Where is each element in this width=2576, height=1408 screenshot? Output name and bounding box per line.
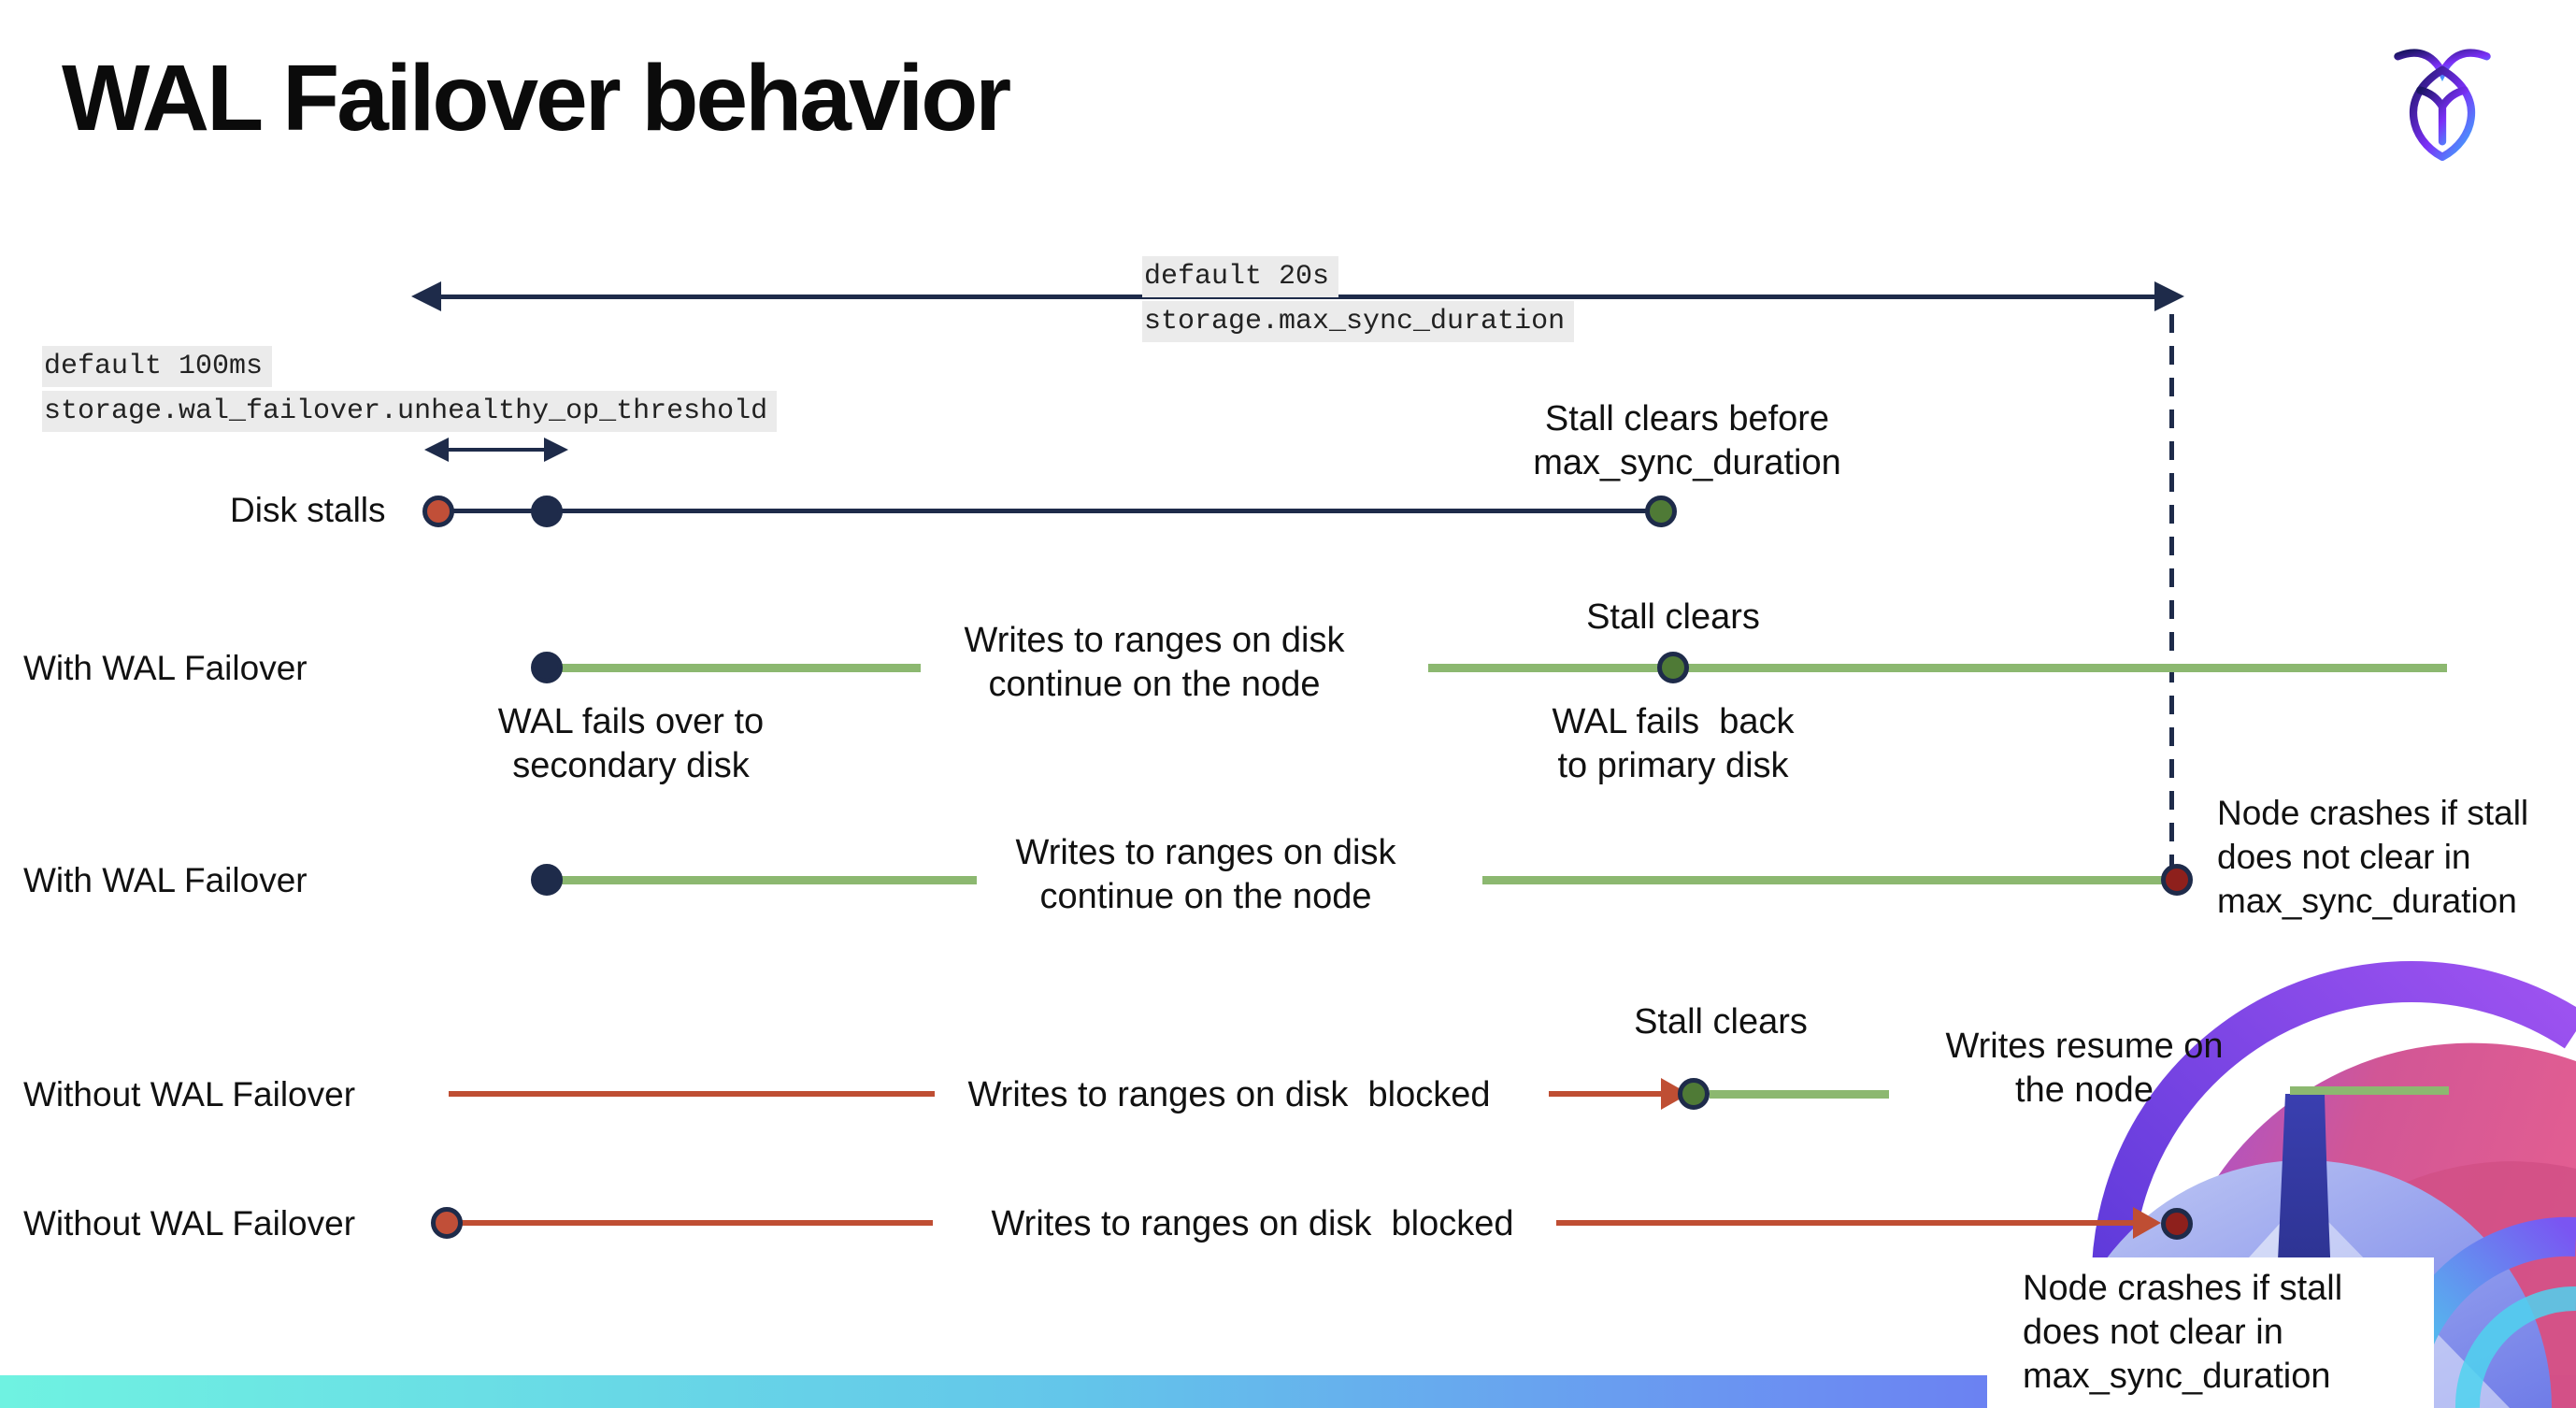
row-label-disk-stalls: Disk stalls: [230, 491, 386, 529]
disk-stalls-timeline: [438, 509, 1661, 513]
writes-continue-line: [1482, 876, 2163, 884]
node-crash-dot: [2161, 1208, 2193, 1240]
annotation-stall-clears-before: Stall clears before max_sync_duration: [1533, 399, 1841, 482]
setting-default-value: default 100ms: [42, 346, 273, 387]
writes-continue-line: [1428, 664, 2447, 672]
annotation-wal-fails-back: WAL fails back to primary disk: [1552, 702, 1795, 785]
failover-dot: [531, 864, 563, 896]
setting-name: storage.wal_failover.unhealthy_op_thresh…: [42, 391, 778, 432]
max-sync-duration-setting-label: default 20s storage.max_sync_duration: [1142, 256, 1575, 346]
page-title: WAL Failover behavior: [62, 46, 1011, 151]
writes-blocked-line: [456, 1220, 933, 1226]
max-sync-timeout-dashed-line: [2169, 314, 2174, 869]
failover-threshold-dot: [531, 496, 563, 527]
red-arrowhead-icon: [2133, 1207, 2161, 1239]
writes-resume-line: [2290, 1086, 2449, 1095]
writes-resume-line: [1710, 1090, 1889, 1099]
setting-default-value: default 20s: [1142, 256, 1339, 297]
arrowhead-left-icon: [424, 438, 449, 462]
setting-name: storage.max_sync_duration: [1142, 301, 1575, 342]
writes-continue-line: [556, 664, 921, 672]
cockroachdb-logo-icon: [2394, 49, 2491, 161]
writes-blocked-line: [1549, 1091, 1663, 1097]
writes-continue-line: [556, 876, 977, 884]
row-label-without-wal-failover-1: Without WAL Failover: [23, 1075, 356, 1113]
node-crash-dot: [2161, 864, 2193, 896]
annotation-writes-blocked: Writes to ranges on disk blocked: [991, 1204, 1514, 1243]
arrowhead-right-icon: [2154, 281, 2184, 311]
annotation-writes-continue: Writes to ranges on disk continue on the…: [964, 621, 1345, 704]
failover-dot: [531, 652, 563, 683]
row-label-with-wal-failover-2: With WAL Failover: [23, 861, 308, 899]
annotation-writes-blocked: Writes to ranges on disk blocked: [967, 1075, 1491, 1114]
arrowhead-left-icon: [411, 281, 441, 311]
stall-start-dot: [431, 1207, 463, 1239]
stall-clears-dot: [1678, 1078, 1710, 1110]
writes-blocked-line: [1556, 1220, 2133, 1226]
threshold-arrow-line: [447, 448, 544, 452]
annotation-stall-clears: Stall clears: [1586, 597, 1760, 637]
unhealthy-op-threshold-setting-label: default 100ms storage.wal_failover.unhea…: [42, 346, 778, 436]
row-label-without-wal-failover-2: Without WAL Failover: [23, 1204, 356, 1243]
stall-start-dot: [422, 496, 454, 527]
arrowhead-right-icon: [544, 438, 568, 462]
annotation-writes-resume: Writes resume on the node: [1945, 1027, 2224, 1110]
annotation-wal-fails-over: WAL fails over to secondary disk: [497, 702, 765, 785]
annotation-node-crashes: Node crashes if stall does not clear in …: [2217, 794, 2529, 920]
row-label-with-wal-failover-1: With WAL Failover: [23, 649, 308, 687]
stall-clears-dot: [1645, 496, 1677, 527]
stall-clears-dot: [1657, 652, 1689, 683]
annotation-node-crashes: Node crashes if stall does not clear in …: [2023, 1269, 2343, 1396]
writes-blocked-line: [449, 1091, 935, 1097]
annotation-stall-clears: Stall clears: [1634, 1002, 1808, 1042]
node-crashes-note-box: Node crashes if stall does not clear in …: [1987, 1257, 2434, 1408]
annotation-writes-continue: Writes to ranges on disk continue on the…: [1015, 833, 1396, 916]
